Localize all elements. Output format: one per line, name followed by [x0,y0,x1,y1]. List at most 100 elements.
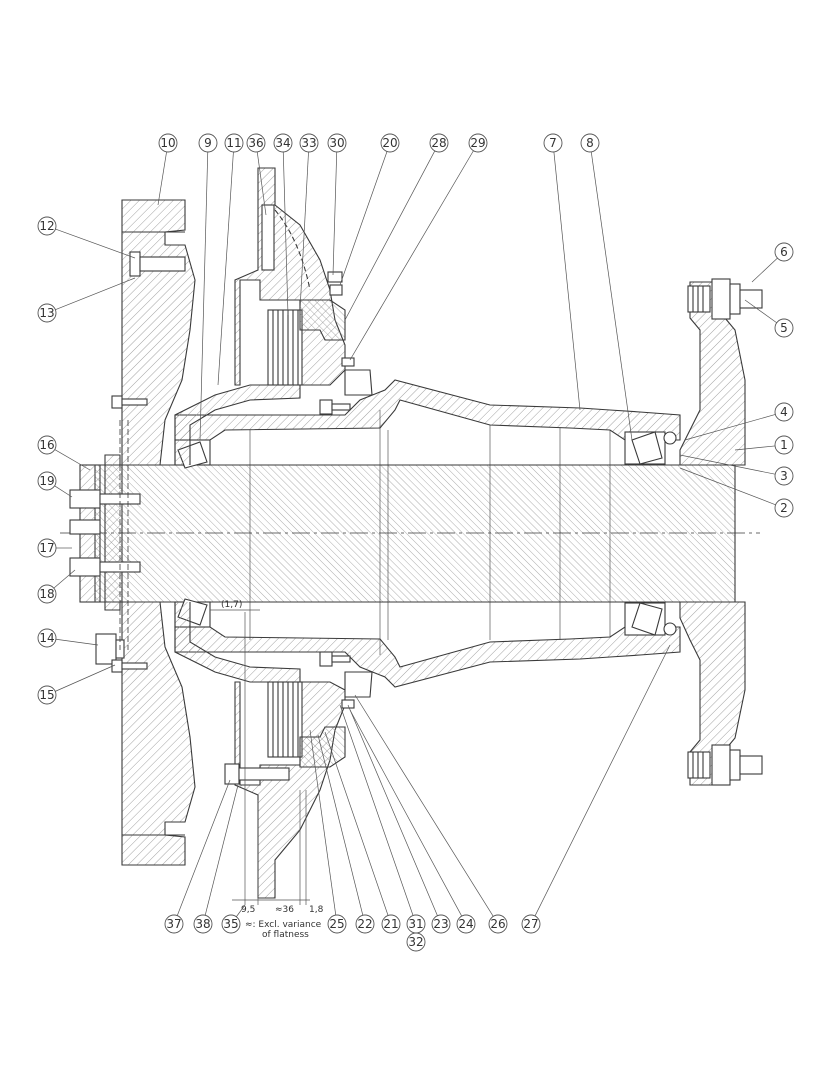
leader-5 [744,299,777,324]
callout-17: 17 [37,538,57,558]
disc-pack-upper [267,309,303,386]
callout-18: 18 [37,584,57,604]
callout-circle-17 [37,538,57,558]
callout-circle-19 [37,471,57,491]
leader-15 [55,664,116,692]
callout-circle-11 [224,133,244,153]
callout-21: 21 [381,914,401,934]
piston-36 [261,204,275,271]
callout-label-6: 6 [780,245,788,259]
bolt-top-small [111,395,148,409]
callout-circle-21 [381,914,401,934]
callout-circle-37 [164,914,184,934]
callout-label-37: 37 [166,917,181,931]
callout-27: 27 [521,914,541,934]
seal-29 [341,357,355,367]
callout-circle-8 [580,133,600,153]
bolt-12 [129,251,186,277]
leader-3 [679,454,776,475]
callout-3: 3 [774,466,794,486]
callout-circle-7 [543,133,563,153]
shaft [94,464,736,603]
callout-circle-30 [327,133,347,153]
disc-pack-lower [267,681,303,758]
callout-circle-34 [273,133,293,153]
leader-2 [679,467,776,506]
callout-22: 22 [355,914,375,934]
leader-23 [347,704,438,916]
callout-label-27: 27 [523,917,538,931]
piston-upper [299,299,346,341]
callout-label-11: 11 [226,136,241,150]
callout-9: 9 [198,133,218,153]
callout-label-20: 20 [382,136,397,150]
leader-13 [55,277,136,310]
leader-36 [256,151,267,216]
callout-5: 5 [774,318,794,338]
nut-upper [319,399,333,415]
callout-label-8: 8 [586,136,594,150]
leader-27 [534,644,671,917]
callout-label-1: 1 [780,438,788,452]
callout-label-7: 7 [549,136,557,150]
callout-label-22: 22 [357,917,372,931]
dimensions [210,609,310,905]
dim-1-8: 1,8 [309,905,324,915]
leader-19 [54,485,73,498]
leader-14 [55,638,99,646]
leader-29 [349,150,474,361]
callout-circle-15 [37,685,57,705]
callout-circle-22 [355,914,375,934]
callout-label-12: 12 [39,219,54,233]
bolt-upper-hub [331,403,351,411]
callout-label-23: 23 [433,917,448,931]
callout-label-5: 5 [780,321,788,335]
callout-7: 7 [543,133,563,153]
leader-lines [53,150,778,917]
callout-circle-16 [37,435,57,455]
leader-6 [751,257,778,283]
callout-label-30: 30 [329,136,344,150]
callout-11: 11 [224,133,244,153]
callout-16: 16 [37,435,57,455]
leader-22 [317,734,364,916]
callout-label-14: 14 [39,631,54,645]
callout-label-3: 3 [780,469,788,483]
leader-28 [344,150,436,321]
bolt-lower-hub [331,655,351,663]
callout-label-17: 17 [39,541,54,555]
callout-38: 38 [193,914,213,934]
callout-4: 4 [774,402,794,422]
callout-25: 25 [327,914,347,934]
callout-label-35: 35 [223,917,238,931]
bearing-right-lower [624,602,677,636]
callout-label-29: 29 [470,136,485,150]
bearing-right-upper [624,431,677,465]
note-line2: of flatness [262,930,309,940]
flatness-note: ≈: Excl. variance of flatness [245,920,322,940]
callout-label-32: 32 [408,935,423,949]
callout-circle-4 [774,402,794,422]
leader-25 [309,729,337,916]
callout-circle-25 [327,914,347,934]
callout-2: 2 [774,498,794,518]
callout-8: 8 [580,133,600,153]
callout-label-16: 16 [39,438,54,452]
callout-circle-6 [774,242,794,262]
callout-circle-32 [406,932,426,952]
leader-9 [199,151,209,441]
callout-12: 12 [37,216,57,236]
callout-circle-18 [37,584,57,604]
callout-33: 33 [299,133,319,153]
callout-label-13: 13 [39,306,54,320]
callout-23: 23 [431,914,451,934]
callout-circle-12 [37,216,57,236]
callout-circle-23 [431,914,451,934]
callout-circle-3 [774,466,794,486]
callout-31: 31 [406,914,426,934]
callout-label-21: 21 [383,917,398,931]
callout-circle-14 [37,628,57,648]
